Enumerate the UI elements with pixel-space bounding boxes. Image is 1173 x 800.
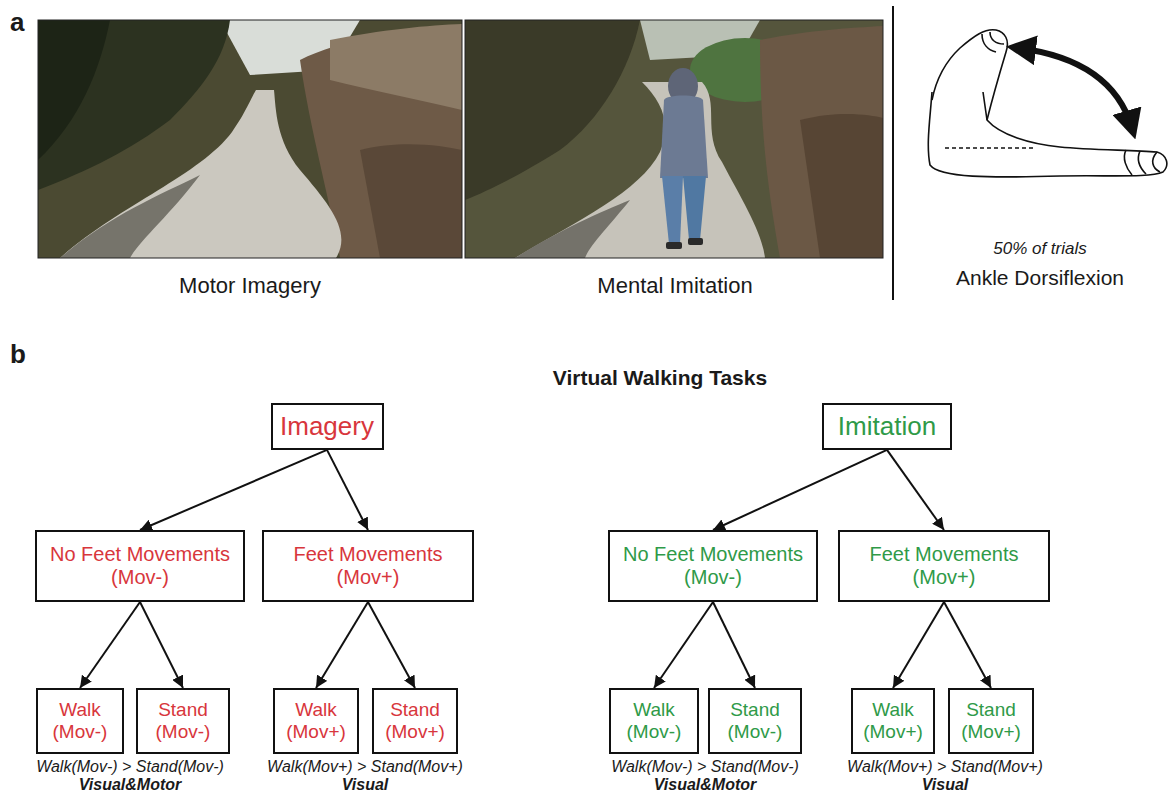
panel-separator [892, 6, 894, 300]
tree-arrow [944, 602, 991, 688]
condition-box: No Feet Movements (Mov-) [35, 530, 245, 602]
contrast-label: Walk(Mov-) > Stand(Mov-) [611, 758, 799, 776]
box-label: Feet Movements (Mov+) [271, 543, 466, 589]
trial-box: Stand (Mov+) [948, 688, 1034, 754]
tree-arrow [80, 602, 140, 688]
trial-box: Walk (Mov+) [273, 688, 359, 754]
walker-hoodie [660, 96, 708, 179]
photo-ground [465, 20, 883, 258]
panel-letter: b [10, 340, 26, 369]
motion-arrow [1018, 48, 1132, 128]
trial-box: Stand (Mov-) [136, 688, 230, 754]
condition-box: No Feet Movements (Mov-) [608, 530, 818, 602]
box-label: No Feet Movements (Mov-) [44, 543, 237, 589]
task-root-box: Imagery [271, 403, 384, 450]
brush-slope [760, 26, 883, 258]
tree-mass [465, 20, 640, 200]
photo-ground [38, 20, 462, 258]
trial-box: Walk (Mov-) [36, 688, 124, 754]
brush-lower [360, 144, 462, 258]
reference-dash [945, 147, 1035, 149]
tree-arrow [654, 602, 713, 688]
figure-caption: Ankle Dorsiflexion [956, 266, 1124, 289]
trial-box: Walk (Mov+) [851, 688, 935, 754]
tree-arrow [140, 602, 183, 688]
tree-arrow [368, 602, 415, 688]
path-shadow [515, 200, 630, 258]
tree-arrow [887, 450, 944, 530]
foot-neutral [928, 92, 1167, 177]
box-label: Walk (Mov-) [45, 699, 116, 743]
tree-arrow [893, 602, 944, 688]
walker-leg [662, 176, 683, 244]
walker-shoe [666, 242, 682, 249]
brush-upper [330, 24, 462, 110]
panel-title: Virtual Walking Tasks [553, 366, 767, 389]
toe-lines [1124, 150, 1160, 175]
box-label: No Feet Movements (Mov-) [617, 543, 810, 589]
tree-arrow [713, 602, 755, 688]
box-label: Stand (Mov+) [381, 699, 450, 743]
foot-dorsiflexed [932, 30, 1007, 120]
trial-box: Stand (Mov-) [708, 688, 802, 754]
box-label: Stand (Mov-) [717, 699, 794, 743]
walker-photo [465, 20, 883, 258]
box-label: Imagery [280, 412, 374, 442]
path-photo [38, 20, 462, 258]
tree-shadow [38, 20, 110, 160]
contrast-label: Walk(Mov+) > Stand(Mov+) [267, 758, 463, 776]
photo-caption: Motor Imagery [179, 274, 321, 298]
contrast-type: Visual [342, 776, 389, 794]
box-label: Stand (Mov+) [957, 699, 1026, 743]
box-label: Walk (Mov-) [618, 699, 691, 743]
foot-illustration [928, 30, 1167, 177]
trial-box: Stand (Mov+) [372, 688, 458, 754]
box-label: Stand (Mov-) [145, 699, 222, 743]
panel-letter: a [10, 8, 24, 37]
condition-box: Feet Movements (Mov+) [262, 530, 474, 602]
toe-lines [982, 32, 1004, 52]
condition-box: Feet Movements (Mov+) [838, 530, 1050, 602]
contrast-type: Visual [922, 776, 969, 794]
tree-arrow [327, 450, 368, 530]
box-label: Walk (Mov+) [860, 699, 927, 743]
contrast-type: Visual&Motor [79, 776, 182, 794]
walker-shoe [688, 238, 703, 245]
brush-lower [800, 114, 883, 258]
walker-leg [683, 176, 706, 240]
path-shadow [60, 175, 200, 258]
box-label: Imitation [838, 412, 936, 442]
trial-note: 50% of trials [993, 240, 1087, 259]
contrast-type: Visual&Motor [654, 776, 757, 794]
tree-arrow [316, 602, 368, 688]
box-label: Walk (Mov+) [282, 699, 351, 743]
tree-arrow [140, 450, 327, 530]
photo-frame [465, 20, 883, 258]
photo-frame [38, 20, 462, 258]
contrast-label: Walk(Mov+) > Stand(Mov+) [847, 758, 1043, 776]
tree-arrow [713, 450, 887, 530]
trial-box: Walk (Mov-) [609, 688, 699, 754]
photo-caption: Mental Imitation [597, 274, 752, 298]
task-root-box: Imitation [822, 403, 952, 450]
gravel-path [515, 82, 765, 258]
gravel-path [60, 90, 341, 258]
contrast-label: Walk(Mov-) > Stand(Mov-) [36, 758, 224, 776]
box-label: Feet Movements (Mov+) [847, 543, 1042, 589]
